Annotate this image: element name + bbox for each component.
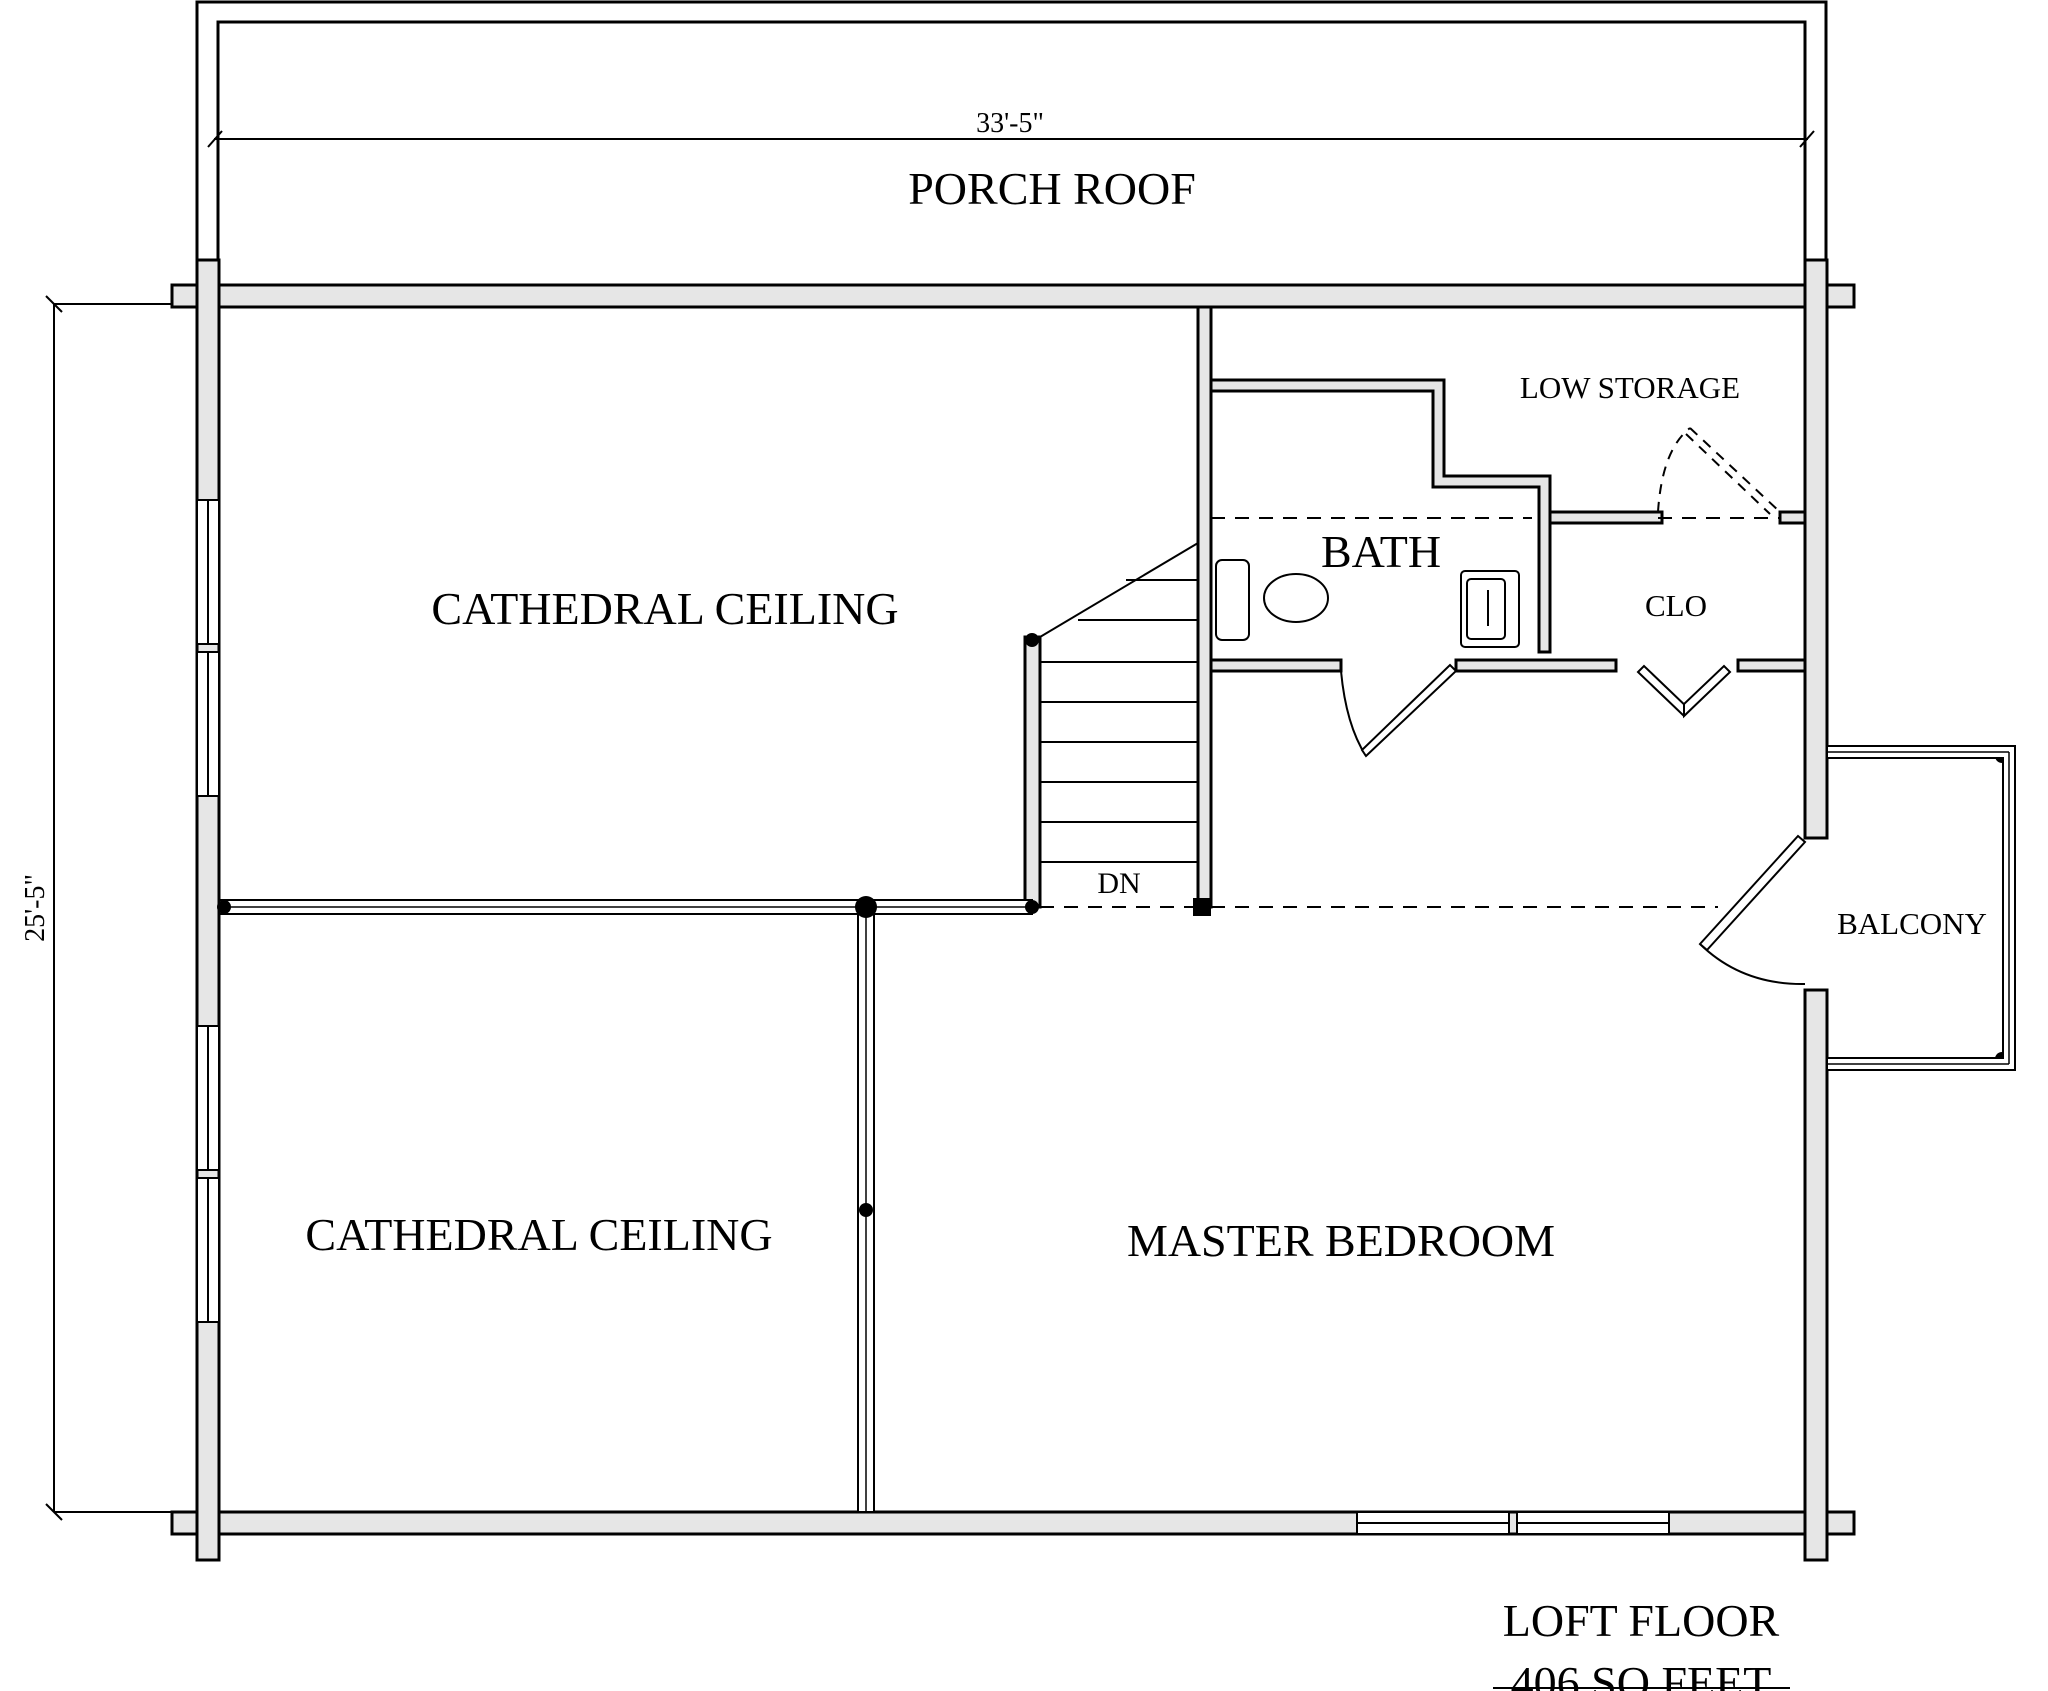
cathedral-ceiling-upper-label: CATHEDRAL CEILING [431,583,898,634]
closet-bifold-door [1636,664,1732,719]
wall-corner-joints [195,258,1829,1562]
caption-title: LOFT FLOOR [1503,1595,1780,1646]
staircase [1039,542,1199,863]
cathedral-ceiling-lower-label: CATHEDRAL CEILING [305,1209,772,1260]
bath-label: BATH [1321,526,1441,577]
low-storage-label: LOW STORAGE [1520,370,1740,405]
width-dimension-label: 33'-5" [976,108,1044,139]
master-bedroom-label: MASTER BEDROOM [1127,1215,1555,1266]
porch-roof-label: PORCH ROOF [908,163,1196,214]
interior-walls [1023,305,1807,909]
depth-dimension-label: 25'-5" [20,874,51,942]
bath-vanity [1215,559,1250,641]
toilet-icon [1263,573,1329,623]
dashed-overhead-lines [1040,517,1780,908]
bath-fixtures [1215,559,1520,648]
balcony-door [1698,834,1807,986]
bath-door [1340,663,1458,758]
stair-down-label: DN [1097,867,1140,900]
low-storage-door [1657,427,1781,515]
caption-area: 406 SQ FEET [1511,1657,1772,1691]
depth-dimension-line [45,295,180,1521]
balcony-railing [1826,745,2016,1071]
porch-roof-outline [195,0,1828,283]
railing-posts [217,633,2009,1217]
loft-railings [218,899,1033,1513]
width-dimension-line [207,130,1815,148]
closet-label: CLO [1645,588,1707,623]
balcony-label: BALCONY [1837,906,1987,941]
